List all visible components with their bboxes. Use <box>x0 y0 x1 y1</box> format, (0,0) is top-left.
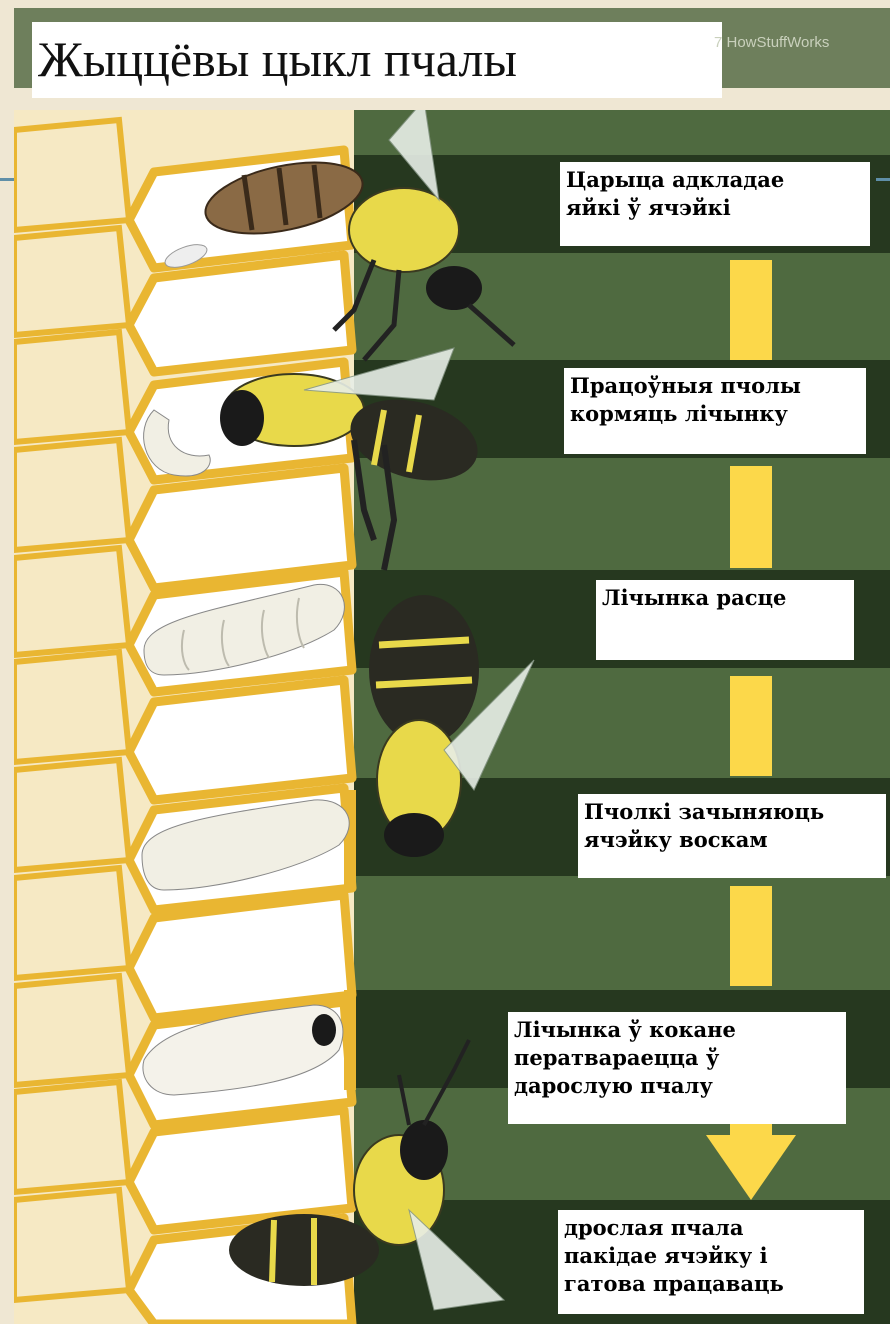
stage-label: Лічынка расце <box>596 580 854 660</box>
wax-cap <box>344 790 356 890</box>
emerging-bee-abdomen <box>229 1214 379 1286</box>
pupa-cap <box>344 990 356 1090</box>
comb-cells <box>129 150 352 1324</box>
figure-title: Жыццёвы цыкл пчалы <box>32 22 722 98</box>
divider-left <box>0 178 14 181</box>
queen-thorax <box>349 188 459 272</box>
illustration-svg <box>14 110 890 1324</box>
climbing-bee-head <box>384 813 444 857</box>
divider-right <box>876 178 890 181</box>
credit-text: 7 HowStuffWorks <box>714 34 829 51</box>
nurse-bee-head <box>220 390 264 446</box>
emerging-bee-head <box>400 1120 448 1180</box>
comb-outer-edges <box>14 120 129 1300</box>
queen-head <box>426 266 482 310</box>
bee-life-cycle-figure: Жыццёвы цыкл пчалы 7 HowStuffWorks <box>14 8 890 1324</box>
pupa-eye <box>312 1014 336 1046</box>
